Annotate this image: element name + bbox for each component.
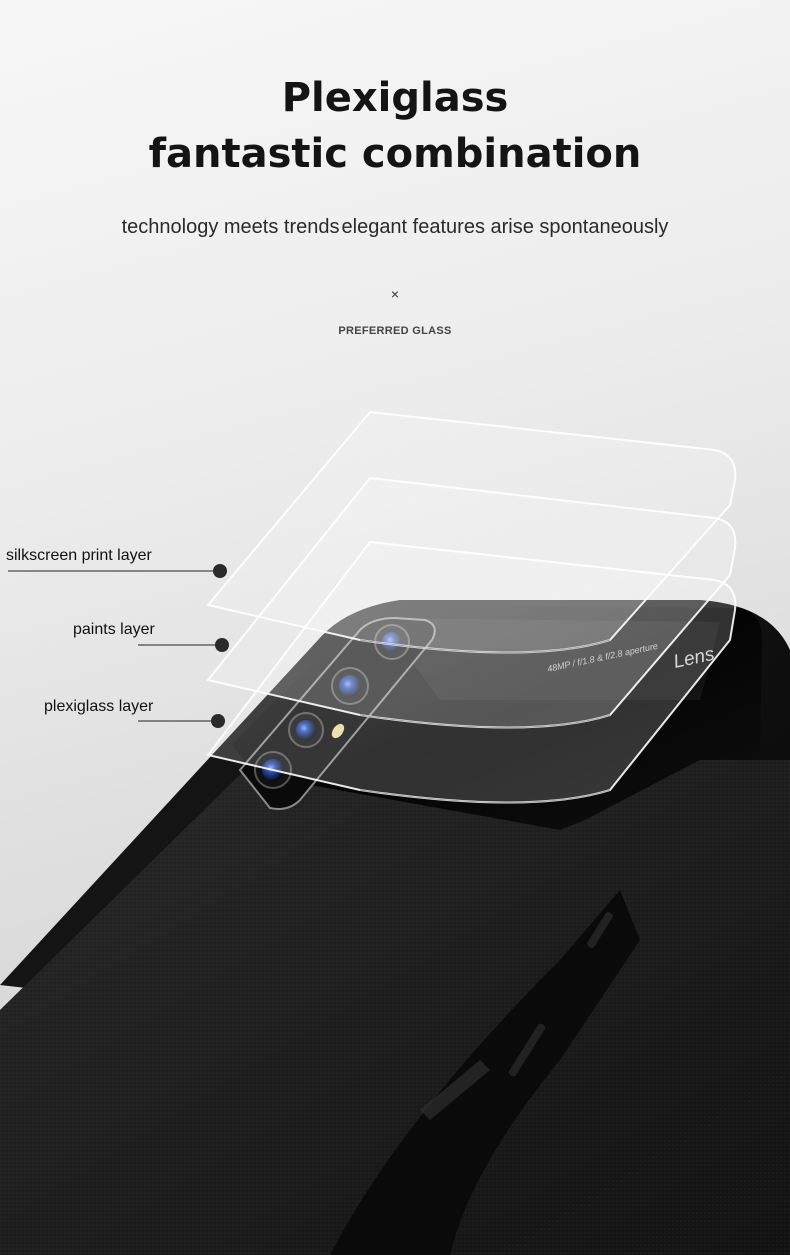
leader-paints: [138, 638, 229, 652]
camera-lens-3: [296, 720, 316, 740]
layer-label-plexiglass: plexiglass layer: [44, 698, 154, 715]
heading-line-2: fantastic combination: [148, 131, 642, 177]
layer-sheets: [206, 410, 737, 804]
side-button-2: [508, 1023, 546, 1077]
layer-label-paints: paints layer: [73, 621, 155, 638]
leader-dot-icon: [215, 638, 229, 652]
subtitle-part-1: technology meets trends: [121, 216, 340, 238]
camera-lens-2: [339, 675, 361, 697]
leader-dot-icon: [211, 714, 225, 728]
leader-silkscreen: [8, 564, 227, 578]
leader-plexiglass: [138, 714, 225, 728]
flash-icon: [331, 723, 345, 739]
times-icon: ×: [390, 286, 400, 302]
leader-dot-icon: [213, 564, 227, 578]
heading-line-1: Plexiglass: [281, 75, 509, 121]
subtitle-part-2: elegant features arise spontaneously: [341, 216, 669, 238]
side-button: [587, 912, 613, 948]
brand-name: PREFERRED GLASS: [338, 325, 452, 337]
camera-lens-1: [382, 632, 402, 652]
layer-label-silkscreen: silkscreen print layer: [6, 547, 152, 564]
